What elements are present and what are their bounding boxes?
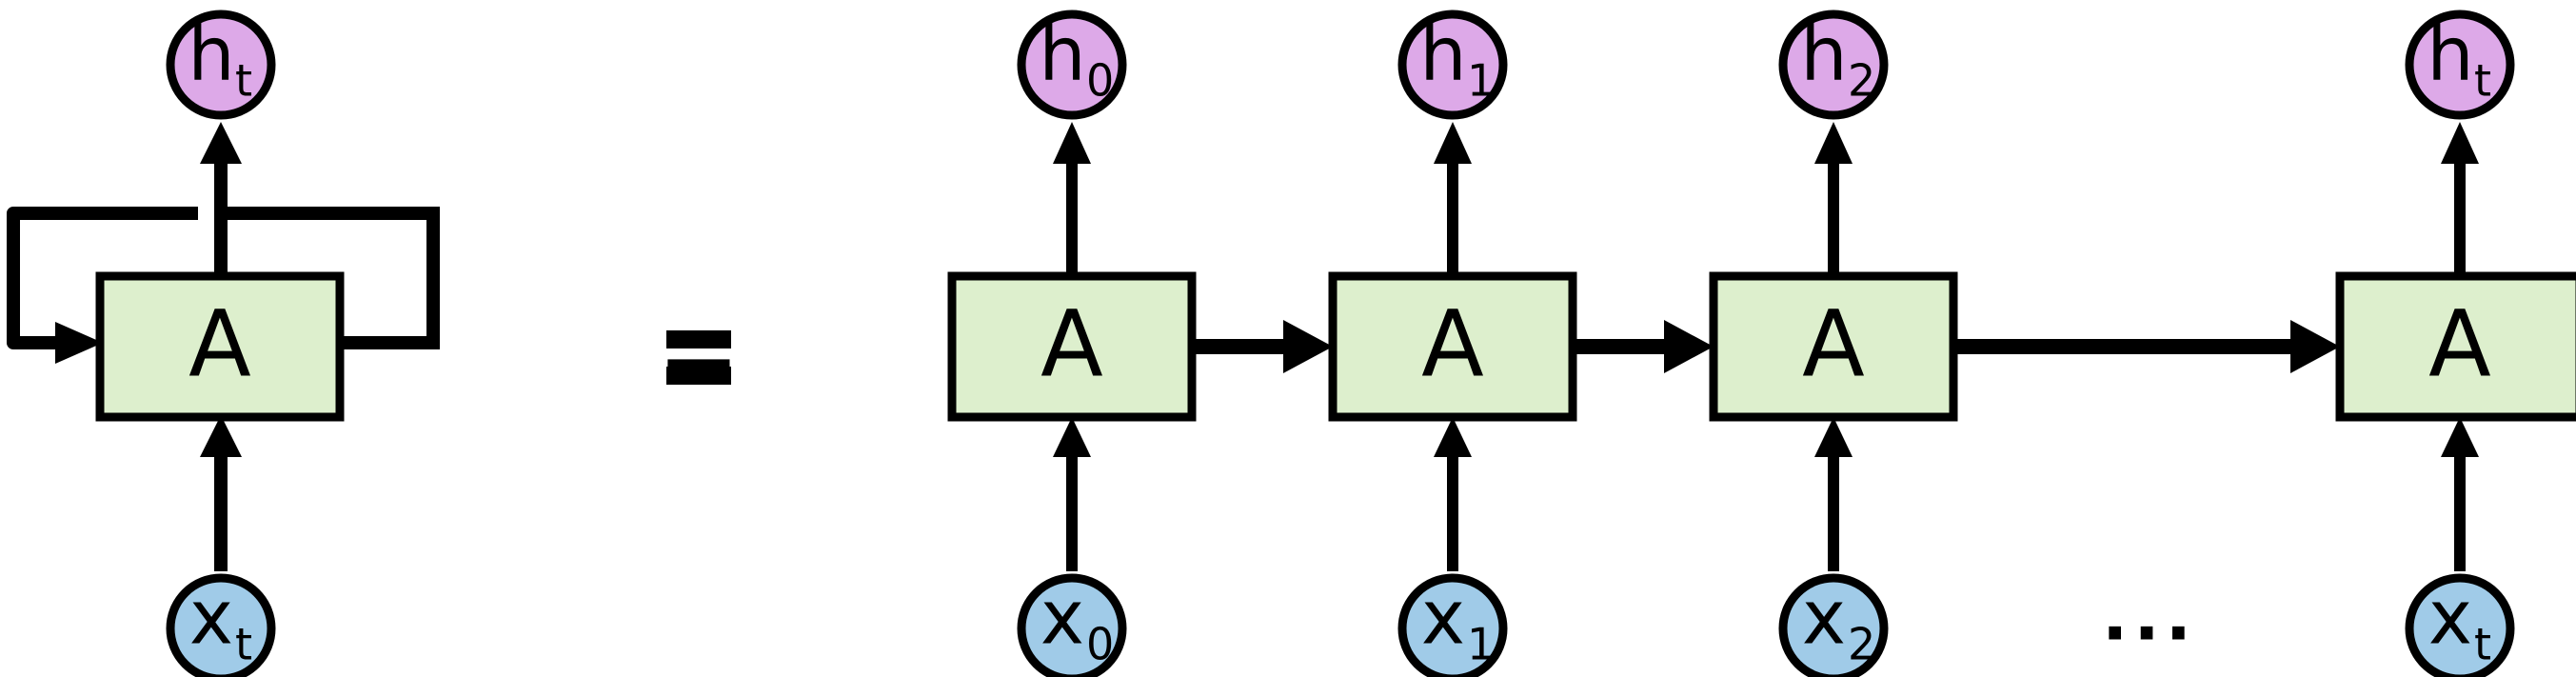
- hidden-state-circle[interactable]: [2405, 10, 2515, 120]
- ellipsis-label: ...: [2102, 576, 2197, 656]
- hidden-state-circle[interactable]: [166, 10, 276, 120]
- hidden-state-circle[interactable]: [1017, 10, 1127, 120]
- input-subscript: t: [235, 619, 252, 670]
- step2-input-node[interactable]: x 2: [1778, 573, 1889, 677]
- cell-label: A: [1421, 290, 1484, 397]
- equals-label: =: [657, 292, 740, 408]
- stept-input-arrow: [2441, 417, 2479, 571]
- hidden-state-subscript: 1: [1467, 55, 1495, 107]
- equals-sign: =: [657, 292, 740, 408]
- equals-bar-top: [666, 330, 731, 348]
- stept-input-node[interactable]: x t: [2405, 573, 2515, 677]
- step1-input-node[interactable]: x 1: [1397, 573, 1508, 677]
- cell-label: A: [1040, 290, 1103, 397]
- state-arrowhead-icon: [2290, 320, 2340, 373]
- input-label: x: [1421, 575, 1465, 661]
- unrolled-step-0: A h 0 x 0: [947, 10, 1197, 677]
- input-arrowhead-icon: [1434, 417, 1472, 457]
- state-arrowhead-icon: [1283, 320, 1333, 373]
- step0-output-node[interactable]: h 0: [1017, 10, 1127, 120]
- cell-box[interactable]: [95, 271, 345, 422]
- cell-box[interactable]: [2335, 271, 2576, 422]
- unrolled-step-2: A h 2 x 2: [1709, 10, 1958, 677]
- hidden-state-label: h: [1419, 11, 1466, 97]
- input-label: x: [1040, 575, 1084, 661]
- output-arrowhead-icon: [1053, 122, 1091, 164]
- folded-output-arrow: [200, 122, 242, 276]
- hidden-state-label: h: [1039, 11, 1085, 97]
- hidden-state-circle[interactable]: [1397, 10, 1508, 120]
- folded-rnn-group: A h t x t: [7, 10, 440, 677]
- input-subscript: 0: [1086, 619, 1114, 670]
- input-label: x: [2428, 575, 2472, 661]
- output-arrowhead-icon: [1434, 122, 1472, 164]
- input-circle[interactable]: [1017, 573, 1127, 677]
- stept-output-arrow: [2441, 122, 2479, 276]
- cell-label: A: [2428, 290, 2491, 397]
- equals-bar-bottom: [666, 367, 731, 385]
- input-subscript: 1: [1467, 619, 1495, 670]
- hidden-state-subscript: t: [235, 55, 252, 107]
- input-circle[interactable]: [166, 573, 276, 677]
- output-arrowhead-icon: [2441, 122, 2479, 164]
- input-arrowhead-icon: [1053, 417, 1091, 457]
- stept-cell[interactable]: A: [2335, 271, 2576, 422]
- loop-arrowhead-icon: [55, 322, 103, 364]
- cell-box[interactable]: [1328, 271, 1577, 422]
- input-circle[interactable]: [2405, 573, 2515, 677]
- step2-output-node[interactable]: h 2: [1778, 10, 1889, 120]
- input-label: x: [1802, 575, 1846, 661]
- cell-label: A: [188, 290, 251, 397]
- step1-cell[interactable]: A: [1328, 271, 1577, 422]
- step0-cell[interactable]: A: [947, 271, 1197, 422]
- hidden-state-subscript: t: [2474, 55, 2491, 107]
- loop-left-segment: [7, 207, 198, 349]
- step1-output-arrow: [1434, 122, 1472, 276]
- input-subscript: 2: [1848, 619, 1875, 670]
- stept-output-node[interactable]: h t: [2405, 10, 2515, 120]
- folded-cell[interactable]: A: [95, 271, 345, 422]
- output-arrowhead-icon: [1814, 122, 1853, 164]
- unrolled-step-1: A h 1 x 1: [1328, 10, 1577, 677]
- step0-input-arrow: [1053, 417, 1091, 571]
- step1-output-node[interactable]: h 1: [1397, 10, 1508, 120]
- sequence-ellipsis: ...: [2102, 576, 2197, 656]
- state-arrow-1-2: [1573, 320, 1714, 373]
- cell-box[interactable]: [1709, 271, 1958, 422]
- folded-input-node[interactable]: x t: [166, 573, 276, 677]
- input-circle[interactable]: [1778, 573, 1889, 677]
- hidden-state-circle[interactable]: [1778, 10, 1889, 120]
- input-label: x: [189, 575, 233, 661]
- cell-box[interactable]: [947, 271, 1197, 422]
- hidden-state-label: h: [2427, 11, 2473, 97]
- hidden-state-subscript: 0: [1086, 55, 1114, 107]
- hidden-state-label: h: [1800, 11, 1847, 97]
- output-arrowhead-icon: [200, 122, 242, 164]
- step1-input-arrow: [1434, 417, 1472, 571]
- step2-output-arrow: [1814, 122, 1853, 276]
- state-arrow-0-1: [1192, 320, 1333, 373]
- unrolled-rnn-group: A h 0 x 0: [947, 10, 2576, 677]
- input-arrowhead-icon: [2441, 417, 2479, 457]
- state-arrowhead-icon: [1664, 320, 1714, 373]
- folded-input-arrow: [200, 415, 242, 571]
- folded-output-node[interactable]: h t: [166, 10, 276, 120]
- input-arrowhead-icon: [1814, 417, 1853, 457]
- cell-label: A: [1802, 290, 1865, 397]
- input-subscript: t: [2474, 619, 2491, 670]
- hidden-state-subscript: 2: [1848, 55, 1875, 107]
- step0-input-node[interactable]: x 0: [1017, 573, 1127, 677]
- input-arrowhead-icon: [200, 415, 242, 457]
- step0-output-arrow: [1053, 122, 1091, 276]
- input-circle[interactable]: [1397, 573, 1508, 677]
- unrolled-step-t: A h t x t: [2335, 10, 2576, 677]
- hidden-state-label: h: [188, 11, 234, 97]
- state-arrow-2-t: [1953, 320, 2340, 373]
- step2-cell[interactable]: A: [1709, 271, 1958, 422]
- step2-input-arrow: [1814, 417, 1853, 571]
